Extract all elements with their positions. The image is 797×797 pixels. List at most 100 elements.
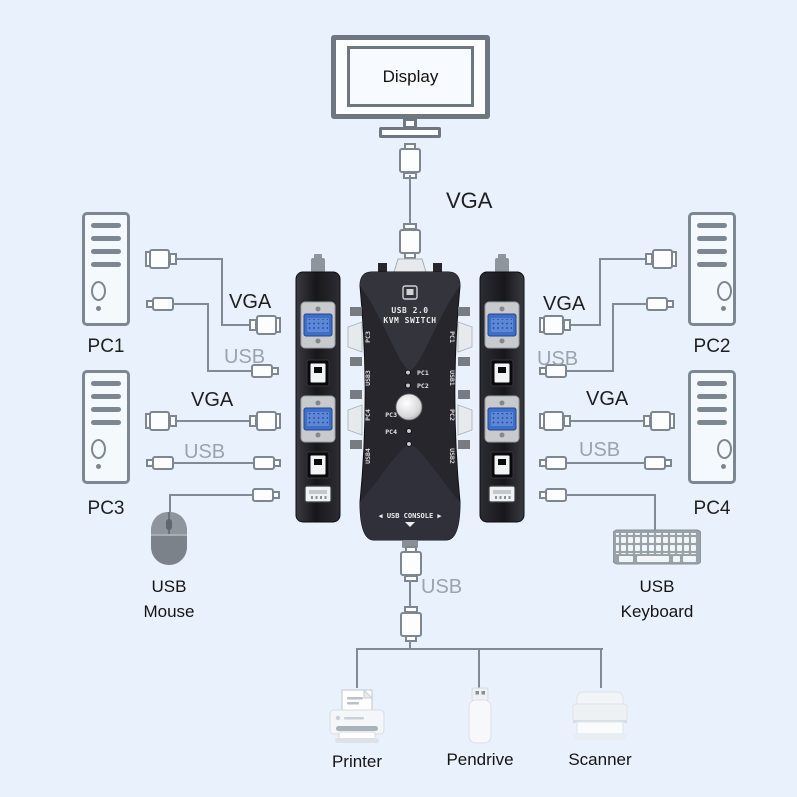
kvm-led-label: PC4 <box>385 428 397 436</box>
kvm-console-label: ◀ USB CONSOLE ▶ <box>378 512 442 520</box>
cable-segment <box>612 303 614 372</box>
cable-segment <box>409 175 411 225</box>
usb-connector <box>539 456 567 470</box>
usb-a-port <box>488 485 516 503</box>
cable-segment <box>177 258 221 260</box>
cable-segment <box>221 324 249 326</box>
cable-segment <box>565 370 614 372</box>
usb-b-port-icon <box>402 285 418 300</box>
cable-segment <box>599 258 645 260</box>
pc2-vga-label: VGA <box>543 293 586 315</box>
cable-segment <box>172 462 255 464</box>
usb-a-port <box>304 485 332 503</box>
kvm-led-label: PC3 <box>385 411 397 419</box>
vga-connector <box>539 411 573 431</box>
vga-port <box>484 301 520 349</box>
vga-connector <box>641 411 675 431</box>
usb-connector <box>539 364 567 378</box>
pc2-tower <box>688 212 736 326</box>
cable-segment <box>221 258 223 326</box>
pc3-label: PC3 <box>87 498 125 519</box>
cable-segment <box>612 303 648 305</box>
cable-segment <box>177 420 249 422</box>
usb-connector <box>146 456 174 470</box>
cable-segment <box>654 494 656 530</box>
pc2-usb-label: USB <box>537 348 579 370</box>
vga-connector <box>539 315 573 335</box>
kvm-top-tab <box>433 263 442 272</box>
kvm-side-view-right <box>479 254 525 523</box>
keyboard-label: USB Keyboard <box>620 577 694 621</box>
cable-segment <box>409 580 411 608</box>
cable-segment <box>207 370 253 372</box>
pc1-label: PC1 <box>87 336 125 357</box>
kvm-led-label: PC1 <box>417 369 429 377</box>
display-label: Display <box>382 66 439 86</box>
cable-stub <box>495 258 509 274</box>
cable-segment <box>169 494 171 514</box>
vga-port <box>484 395 520 443</box>
cable-stub <box>311 258 325 274</box>
display-screen: Display <box>347 46 474 107</box>
usb-connector <box>646 297 674 311</box>
led-indicator <box>406 441 412 447</box>
usb-b-port <box>490 359 514 387</box>
selector-button <box>395 393 423 421</box>
pc3-tower <box>82 370 130 484</box>
down-arrow-icon <box>405 522 415 527</box>
usb-connector <box>253 456 281 470</box>
pc4-vga-label: VGA <box>586 388 629 410</box>
vga-connector <box>399 143 421 179</box>
printer-label: Printer <box>331 752 383 771</box>
usb-connector <box>539 488 567 502</box>
kvm-model-line2: KVM SWITCH <box>383 316 436 325</box>
cable-segment <box>565 462 646 464</box>
usb-connector <box>146 297 174 311</box>
pc3-vga-label: VGA <box>191 389 234 411</box>
kvm-edge-port-label: USB1 <box>448 370 456 386</box>
cable-segment <box>169 494 254 496</box>
kvm-edge-port-label: PC4 <box>364 409 372 421</box>
console-usb-label: USB <box>421 576 463 598</box>
scanner-label: Scanner <box>568 750 632 769</box>
pc4-tower <box>688 370 736 484</box>
usb-b-port <box>490 451 514 479</box>
kvm-model-line1: USB 2.0 <box>391 306 428 315</box>
cable-segment <box>207 303 209 372</box>
cable-segment <box>599 258 601 326</box>
kvm-edge-port-label: USB4 <box>364 448 372 464</box>
cable-segment <box>565 494 656 496</box>
vga-port <box>300 301 336 349</box>
usb-connector <box>400 546 422 582</box>
mouse-icon <box>151 512 187 565</box>
display-vga-cable-label: VGA <box>446 188 493 213</box>
led-indicator <box>406 428 412 434</box>
pendrive-label: Pendrive <box>446 750 514 769</box>
kvm-left-edge-ports <box>347 307 363 449</box>
scanner-icon <box>572 691 628 740</box>
cable-segment <box>600 650 602 688</box>
vga-port <box>300 395 336 443</box>
pc3-usb-label: USB <box>184 441 226 463</box>
led-indicator <box>405 382 411 389</box>
cable-segment <box>356 650 358 688</box>
vga-connector <box>145 249 179 269</box>
vga-connector <box>145 411 179 431</box>
vga-connector <box>643 249 677 269</box>
cable-segment <box>571 324 601 326</box>
pc1-vga-label: VGA <box>229 291 272 313</box>
pc4-usb-label: USB <box>579 439 621 461</box>
cable-segment <box>356 648 603 650</box>
vga-connector <box>247 411 281 431</box>
kvm-edge-port-label: PC2 <box>448 409 456 421</box>
pc1-tower <box>82 212 130 326</box>
usb-connector <box>252 488 280 502</box>
pc2-label: PC2 <box>693 336 731 357</box>
cable-segment <box>478 650 480 688</box>
pc4-label: PC4 <box>693 498 731 519</box>
led-indicator <box>405 369 411 376</box>
kvm-edge-port-label: USB3 <box>364 370 372 386</box>
pc1-usb-label: USB <box>224 346 266 368</box>
usb-b-port <box>306 359 330 387</box>
